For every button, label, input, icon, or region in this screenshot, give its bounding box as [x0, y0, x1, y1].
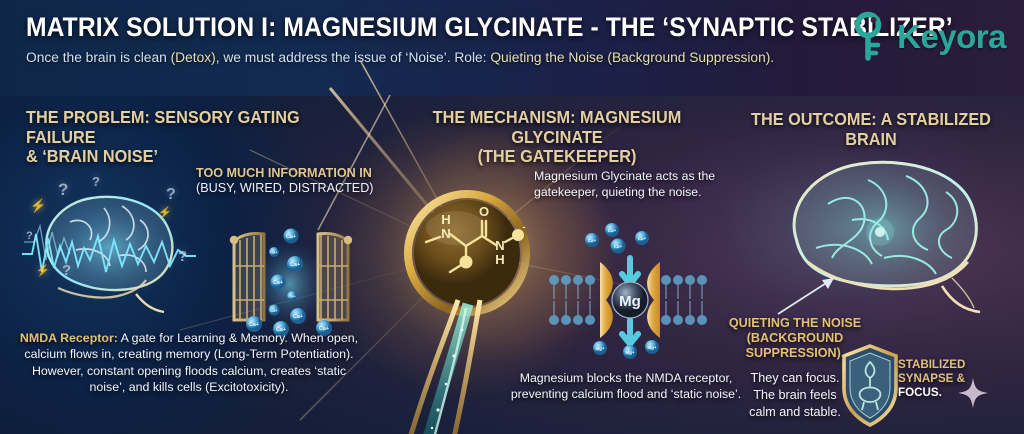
nmda-lead: NMDA Receptor:	[19, 331, 118, 345]
callout-line2: (BUSY, WIRED, DISTRACTED)	[196, 181, 374, 196]
outcome-heading: THE OUTCOME: A STABILIZED BRAIN	[751, 109, 991, 149]
magnesium-block-caption: Magnesium blocks the NMDA receptor, prev…	[510, 371, 742, 402]
svg-text:H: H	[495, 252, 504, 267]
synapse-shield-badge	[840, 344, 900, 428]
subtitle-part3: Role:	[450, 50, 491, 66]
focus-line3: calm and stable.	[749, 404, 841, 419]
svg-text:Ca+: Ca+	[270, 250, 278, 255]
subtitle-part2: we must address the issue of	[219, 50, 406, 66]
subtitle-detox: (Detox),	[170, 50, 220, 66]
svg-text:N: N	[495, 238, 504, 253]
svg-text:Ca+: Ca+	[638, 236, 647, 241]
svg-text:N: N	[441, 226, 450, 241]
focus-line1: They can focus.	[750, 371, 840, 385]
background-header-band	[0, 0, 1024, 96]
svg-text:Ca+: Ca+	[286, 234, 296, 240]
svg-text:Ca+: Ca+	[290, 262, 300, 268]
calm-brain-illustration	[756, 146, 1002, 318]
subtitle-part1: Once the brain is clean	[26, 50, 171, 66]
svg-text:Ca+: Ca+	[614, 244, 623, 249]
svg-text:Mg+: Mg+	[647, 345, 657, 350]
quieting-the-noise-label: QUIETING THE NOISE (BACKGROUND SUPPRESSI…	[700, 316, 890, 361]
svg-text:Mg+: Mg+	[595, 346, 605, 351]
svg-text:Ca+: Ca+	[249, 322, 259, 328]
mechanism-heading-line2: (THE GATEKEEPER)	[477, 146, 637, 167]
header: MATRIX SOLUTION I: MAGNESIUM GLYCINATE -…	[0, 0, 1024, 92]
callout-too-much-information: TOO MUCH INFORMATION IN (BUSY, WIRED, DI…	[196, 166, 386, 197]
svg-text:O: O	[479, 204, 489, 219]
svg-text:Ca+: Ca+	[319, 326, 329, 332]
mechanism-heading-line1: THE MECHANISM: MAGNESIUM GLYCINATE	[432, 107, 682, 147]
badge-line1: STABILIZED	[898, 358, 966, 371]
svg-text:Ca+: Ca+	[270, 308, 278, 313]
mechanism-note: Magnesium Glycinate acts as the gatekeep…	[534, 169, 716, 200]
svg-text:Ca+: Ca+	[588, 238, 597, 243]
quiet-line3: SUPPRESSION).	[745, 346, 845, 361]
svg-text:Ca+: Ca+	[293, 314, 303, 320]
svg-text:Mg+: Mg+	[625, 350, 635, 355]
nmda-channel-illustration: Mg Ca+ Ca+ Ca+ Ca+ Mg+ Mg+ Mg+	[548, 223, 714, 359]
column-heading-outcome: THE OUTCOME: A STABILIZED BRAIN	[736, 109, 1006, 149]
svg-text:Ca+: Ca+	[273, 280, 283, 286]
focus-line2: The brain feels	[753, 387, 837, 402]
focus-outcome-text: They can focus. The brain feels calm and…	[700, 370, 890, 421]
logo-wordmark: Keyora	[897, 18, 1006, 55]
svg-text:-: -	[523, 222, 526, 232]
subtitle-role: Quieting the Noise (Background Suppressi…	[490, 50, 775, 66]
nmda-body: A gate for Learning & Memory. When open,…	[24, 331, 359, 395]
badge-line3: FOCUS.	[898, 386, 942, 400]
magnesium-glycinate-molecule: H N O N H -	[404, 190, 530, 316]
badge-line2: SYNAPSE &	[898, 372, 966, 386]
channel-label: Mg	[619, 293, 641, 310]
svg-text:Ca+: Ca+	[288, 294, 296, 299]
svg-text:H: H	[441, 212, 450, 227]
problem-heading-line2: & ‘BRAIN NOISE’	[26, 146, 159, 167]
page-subtitle: Once the brain is clean (Detox), we must…	[26, 50, 994, 66]
callout-line1: TOO MUCH INFORMATION IN	[196, 166, 372, 180]
quiet-line1: QUIETING THE NOISE	[728, 316, 862, 330]
column-heading-problem: THE PROBLEM: SENSORY GATING FAILURE & ‘B…	[26, 107, 361, 167]
chaotic-brain-illustration: ? ? ? ? ? ? ⚡ ⚡ ⚡	[18, 174, 198, 318]
svg-text:Ca+: Ca+	[276, 327, 286, 333]
problem-heading-line1: THE PROBLEM: SENSORY GATING FAILURE	[26, 107, 300, 147]
stabilized-synapse-badge-label: STABILIZED SYNAPSE & FOCUS.	[898, 358, 1002, 400]
quiet-line2: (BACKGROUND	[746, 331, 844, 346]
subtitle-noise: ‘Noise’.	[405, 50, 451, 66]
sparkle-diamond-icon	[958, 378, 988, 408]
page-title: MATRIX SOLUTION I: MAGNESIUM GLYCINATE -…	[26, 12, 953, 42]
nmda-receptor-description: NMDA Receptor: A gate for Learning & Mem…	[14, 330, 364, 396]
key-icon	[854, 11, 882, 61]
brand-logo[interactable]: Keyora	[851, 11, 1006, 62]
svg-text:Ca+: Ca+	[608, 228, 617, 233]
column-heading-mechanism: THE MECHANISM: MAGNESIUM GLYCINATE (THE …	[404, 107, 711, 167]
open-gate-illustration: Ca+ Ca+ Ca+ Ca+ Ca+ Ca+ Ca+ Ca+ Ca+ Ca+	[228, 228, 354, 337]
